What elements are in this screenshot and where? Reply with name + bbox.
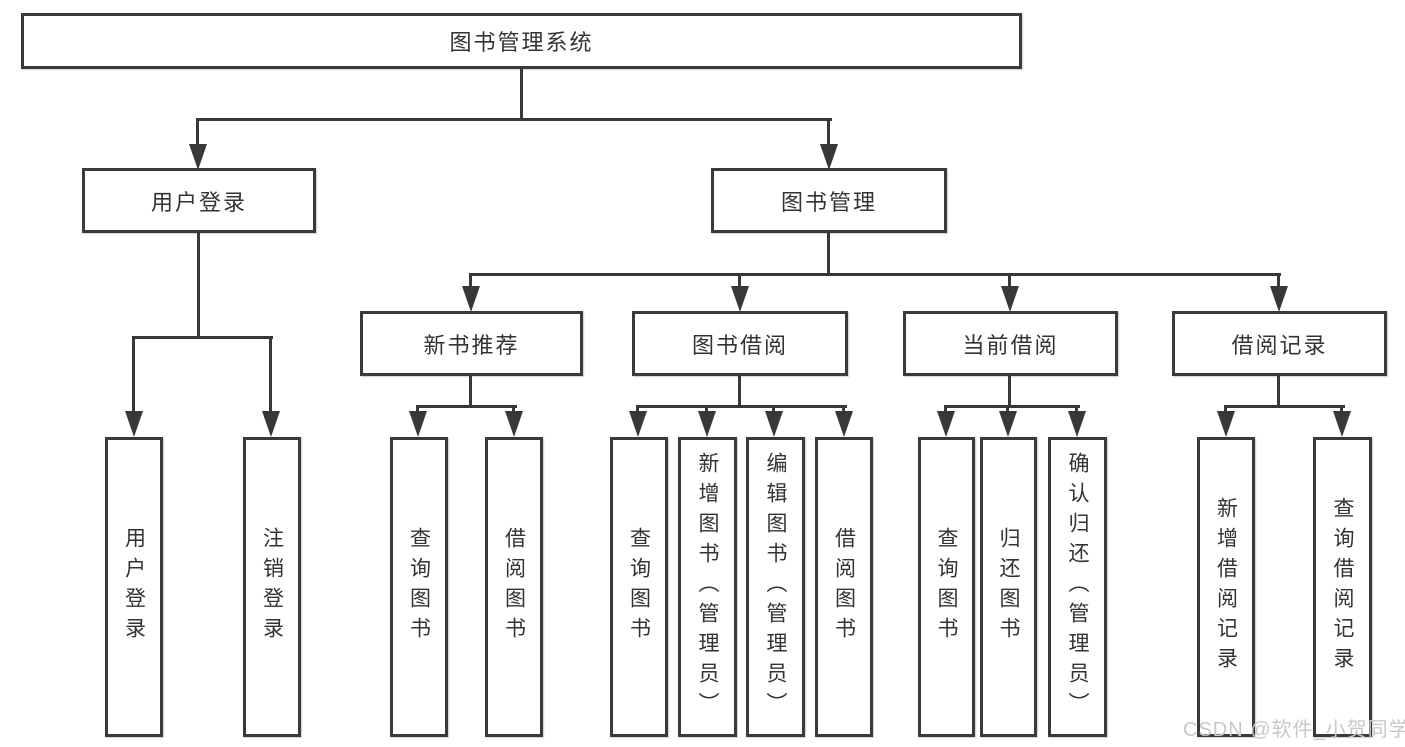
leaf-query-books-borrowing-label: 查询图书 <box>627 527 651 647</box>
connector-line <box>132 336 135 414</box>
arrowhead-icon <box>765 411 783 437</box>
leaf-logout-action-label: 注销登录 <box>260 527 284 647</box>
connector-line <box>842 405 845 415</box>
arrowhead-icon <box>698 411 716 437</box>
arrowhead-icon <box>731 286 749 312</box>
connector-line <box>705 405 708 415</box>
arrowhead-icon <box>462 286 480 312</box>
leaf-user-login-action: 用户登录 <box>105 437 163 737</box>
leaf-query-books-recommend: 查询图书 <box>390 437 448 737</box>
arrowhead-icon <box>1001 286 1019 312</box>
connector-line <box>416 405 419 415</box>
leaf-borrow-books-borrowing: 借阅图书 <box>815 437 873 737</box>
leaf-return-books: 归还图书 <box>980 437 1037 737</box>
node-current-borrowing-label: 当前借阅 <box>962 332 1059 358</box>
connector-line <box>197 118 832 121</box>
node-user-login: 用户登录 <box>82 168 316 233</box>
leaf-query-books-current: 查询图书 <box>918 437 975 737</box>
arrowhead-icon <box>1270 286 1288 312</box>
arrowhead-icon <box>999 411 1017 437</box>
connector-line <box>132 336 273 339</box>
connector-line <box>512 405 515 415</box>
connector-line <box>1340 405 1343 415</box>
connector-line <box>196 118 199 146</box>
arrowhead-icon <box>505 411 523 437</box>
leaf-confirm-return-admin-label: 确认归还（管理员） <box>1066 452 1089 722</box>
node-borrowing-records: 借阅记录 <box>1172 311 1387 376</box>
arrowhead-icon <box>835 411 853 437</box>
leaf-query-borrow-record: 查询借阅记录 <box>1313 437 1372 737</box>
node-book-borrowing-label: 图书借阅 <box>691 332 788 358</box>
leaf-borrow-books-recommend-label: 借阅图书 <box>502 527 526 647</box>
connector-line <box>1224 405 1227 415</box>
connector-line <box>1008 273 1011 289</box>
connector-line <box>738 273 741 289</box>
connector-line <box>416 405 517 408</box>
connector-line <box>944 405 1080 408</box>
leaf-query-books-borrowing: 查询图书 <box>610 437 668 737</box>
connector-line <box>636 405 639 415</box>
connector-line <box>1008 375 1011 408</box>
connector-line <box>520 68 523 120</box>
arrowhead-icon <box>125 411 143 437</box>
leaf-add-borrow-record-label: 新增借阅记录 <box>1214 497 1238 677</box>
connector-line <box>1277 375 1280 408</box>
leaf-query-borrow-record-label: 查询借阅记录 <box>1331 497 1354 677</box>
connector-line <box>944 405 947 415</box>
leaf-borrow-books-borrowing-label: 借阅图书 <box>832 527 856 647</box>
node-new-book-recommend: 新书推荐 <box>360 311 583 376</box>
connector-line <box>1075 405 1078 415</box>
node-book-management-label: 图书管理 <box>780 189 877 215</box>
arrowhead-icon <box>409 411 427 437</box>
leaf-logout-action: 注销登录 <box>243 437 301 737</box>
arrowhead-icon <box>1068 411 1086 437</box>
arrowhead-icon <box>189 144 207 170</box>
connector-line <box>1277 273 1280 289</box>
node-borrowing-records-label: 借阅记录 <box>1231 332 1328 358</box>
arrowhead-icon <box>1217 411 1235 437</box>
leaf-query-books-current-label: 查询图书 <box>935 527 958 647</box>
leaf-add-books-admin: 新增图书（管理员） <box>678 437 737 737</box>
arrowhead-icon <box>629 411 647 437</box>
node-book-borrowing: 图书借阅 <box>632 311 848 376</box>
connector-line <box>197 232 200 339</box>
connector-line <box>738 375 741 408</box>
leaf-add-borrow-record: 新增借阅记录 <box>1197 437 1255 737</box>
connector-line <box>469 375 472 408</box>
leaf-query-books-recommend-label: 查询图书 <box>407 527 431 647</box>
connector-line <box>269 336 272 414</box>
leaf-add-books-admin-label: 新增图书（管理员） <box>696 452 719 722</box>
csdn-watermark: CSDN @软件_小贺同学 <box>1183 719 1405 741</box>
node-new-book-recommend-label: 新书推荐 <box>423 332 520 358</box>
connector-line <box>827 118 830 146</box>
arrowhead-icon <box>820 144 838 170</box>
connector-line <box>827 232 830 276</box>
node-book-management: 图书管理 <box>711 168 947 233</box>
leaf-return-books-label: 归还图书 <box>997 527 1020 647</box>
connector-line <box>772 405 775 415</box>
leaf-edit-books-admin: 编辑图书（管理员） <box>746 437 805 737</box>
connector-line <box>636 405 847 408</box>
node-root-label: 图书管理系统 <box>449 30 594 55</box>
node-user-login-label: 用户登录 <box>150 189 247 215</box>
connector-line <box>1224 405 1345 408</box>
node-root: 图书管理系统 <box>21 13 1022 69</box>
arrowhead-icon <box>262 411 280 437</box>
connector-line <box>469 273 1281 276</box>
leaf-borrow-books-recommend: 借阅图书 <box>485 437 543 737</box>
connector-line <box>1006 405 1009 415</box>
leaf-user-login-action-label: 用户登录 <box>122 527 146 647</box>
node-current-borrowing: 当前借阅 <box>903 311 1118 376</box>
arrowhead-icon <box>937 411 955 437</box>
leaf-confirm-return-admin: 确认归还（管理员） <box>1048 437 1107 737</box>
connector-line <box>469 273 472 289</box>
leaf-edit-books-admin-label: 编辑图书（管理员） <box>764 452 787 722</box>
arrowhead-icon <box>1333 411 1351 437</box>
